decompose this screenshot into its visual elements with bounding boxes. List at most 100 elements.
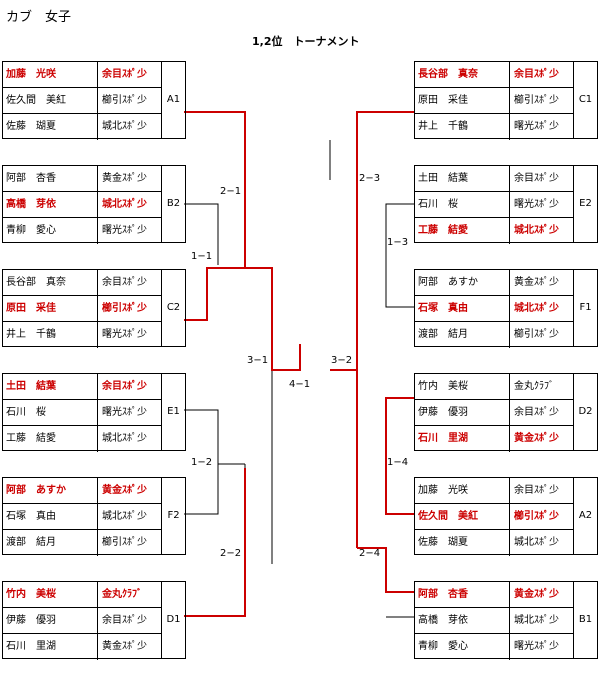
player-name: 阿部 杏香 <box>418 589 468 600</box>
player-club: 櫛引ｽﾎﾟ少 <box>509 322 573 348</box>
player-club: 曙光ｽﾎﾟ少 <box>97 322 161 348</box>
player-club: 余目ｽﾎﾟ少 <box>509 478 573 504</box>
bracket-line-f1-top <box>385 242 414 308</box>
player-club: 余目ｽﾎﾟ少 <box>509 400 573 426</box>
group-code: D1 <box>166 614 181 625</box>
winner-line-a1 <box>184 111 246 180</box>
player-row: 原田 采佳櫛引ｽﾎﾟ少 <box>3 295 161 322</box>
player-name: 佐藤 瑚夏 <box>6 121 56 132</box>
player-club: 余目ｽﾎﾟ少 <box>509 166 573 192</box>
player-club: 曙光ｽﾎﾟ少 <box>97 400 161 426</box>
bracket-line-f2 <box>184 464 219 515</box>
player-name: 石塚 真由 <box>418 303 468 314</box>
group-code: F1 <box>579 302 592 313</box>
player-club: 曙光ｽﾎﾟ少 <box>97 218 161 244</box>
bracket-line-e2-f1 <box>385 203 414 242</box>
player-row: 石塚 真由 城北ｽﾎﾟ少 <box>3 503 161 530</box>
player-row: 高橋 芽依 城北ｽﾎﾟ少 <box>3 191 161 218</box>
round-label-1-4: 1−4 <box>387 457 409 468</box>
player-club: 城北ｽﾎﾟ少 <box>509 608 573 634</box>
player-name: 工藤 結愛 <box>6 433 56 444</box>
player-name: 石川 里湖 <box>418 433 468 444</box>
player-club: 城北ｽﾎﾟ少 <box>97 192 161 218</box>
player-row: 石川 桜曙光ｽﾎﾟ少 <box>415 191 573 218</box>
player-row: 阿部 杏香黄金ｽﾎﾟ少 <box>3 166 161 192</box>
round-label-2-4: 2−4 <box>359 548 381 559</box>
page-title: カブ 女子 <box>6 10 72 25</box>
player-club: 曙光ｽﾎﾟ少 <box>509 192 573 218</box>
player-club: 曙光ｽﾎﾟ少 <box>509 634 573 660</box>
group-code: E1 <box>167 406 180 417</box>
player-club: 城北ｽﾎﾟ少 <box>97 426 161 452</box>
player-club: 余目ｽﾎﾟ少 <box>97 608 161 634</box>
player-row: 佐藤 瑚夏城北ｽﾎﾟ少 <box>3 113 161 140</box>
player-row: 原田 采佳櫛引ｽﾎﾟ少 <box>415 87 573 114</box>
player-club: 黄金ｽﾎﾟ少 <box>97 166 161 192</box>
player-row: 工藤 結愛 城北ｽﾎﾟ少 <box>415 217 573 244</box>
group-D2: 竹内 美桜金丸ｸﾗﾌﾞ 伊藤 優羽 余目ｽﾎﾟ少石川 里湖 黄金ｽﾎﾟ少 D2 <box>414 373 598 452</box>
player-row: 井上 千鶴曙光ｽﾎﾟ少 <box>415 113 573 140</box>
group-code-cell <box>573 374 598 450</box>
player-row: 工藤 結愛 城北ｽﾎﾟ少 <box>3 425 161 452</box>
player-club: 余目ｽﾎﾟ少 <box>97 374 161 400</box>
player-name: 佐藤 瑚夏 <box>418 537 468 548</box>
player-row: 阿部 あすか黄金ｽﾎﾟ少 <box>3 478 161 504</box>
group-code-cell <box>161 166 186 242</box>
player-row: 伊藤 優羽 余目ｽﾎﾟ少 <box>3 607 161 634</box>
player-club: 櫛引ｽﾎﾟ少 <box>509 504 573 530</box>
round-label-4-1: 4−1 <box>289 379 311 390</box>
player-name: 渡部 結月 <box>6 537 56 548</box>
group-code-cell <box>573 62 598 138</box>
player-row: 佐久間 美紅櫛引ｽﾎﾟ少 <box>3 87 161 114</box>
group-code-cell <box>161 582 186 658</box>
winner-line-b1 <box>357 547 414 593</box>
group-code-cell <box>161 374 186 450</box>
player-name: 阿部 あすか <box>418 277 478 288</box>
player-row: 土田 結葉 余目ｽﾎﾟ少 <box>3 374 161 400</box>
player-name: 工藤 結愛 <box>418 225 468 236</box>
player-name: 石塚 真由 <box>6 511 56 522</box>
round-label-1-1: 1−1 <box>191 251 213 262</box>
player-row: 井上 千鶴曙光ｽﾎﾟ少 <box>3 321 161 348</box>
group-code-cell <box>161 270 186 346</box>
player-name: 伊藤 優羽 <box>6 615 56 626</box>
player-club: 金丸ｸﾗﾌﾞ <box>509 374 573 400</box>
player-name: 伊藤 優羽 <box>418 407 468 418</box>
player-name: 青柳 愛心 <box>418 641 468 652</box>
player-club: 櫛引ｽﾎﾟ少 <box>97 88 161 114</box>
player-row: 長谷部 真奈余目ｽﾎﾟ少 <box>3 270 161 296</box>
group-code-cell <box>573 166 598 242</box>
player-club: 黄金ｽﾎﾟ少 <box>509 426 573 452</box>
bracket-line-e1 <box>184 409 219 464</box>
player-club: 城北ｽﾎﾟ少 <box>97 504 161 530</box>
round-label-2-1: 2−1 <box>220 186 242 197</box>
player-club: 城北ｽﾎﾟ少 <box>509 218 573 244</box>
player-row: 渡部 結月櫛引ｽﾎﾟ少 <box>3 529 161 556</box>
player-club: 黄金ｽﾎﾟ少 <box>509 270 573 296</box>
player-club: 余目ｽﾎﾟ少 <box>97 270 161 296</box>
winner-line-d2-e <box>385 397 414 464</box>
player-row: 竹内 美桜金丸ｸﾗﾌﾞ <box>415 374 573 400</box>
player-name: 高橋 芽依 <box>6 199 56 210</box>
player-name: 加藤 光咲 <box>6 69 56 80</box>
player-club: 櫛引ｽﾎﾟ少 <box>509 88 573 114</box>
player-row: 青柳 愛心 曙光ｽﾎﾟ少 <box>415 633 573 660</box>
player-name: 土田 結葉 <box>6 381 56 392</box>
player-name: 石川 里湖 <box>6 641 56 652</box>
group-code: C1 <box>578 94 593 105</box>
player-club: 曙光ｽﾎﾟ少 <box>509 114 573 140</box>
player-row: 加藤 光咲余目ｽﾎﾟ少 <box>415 478 573 504</box>
group-code: D2 <box>578 406 593 417</box>
player-row: 阿部 杏香黄金ｽﾎﾟ少 <box>415 582 573 608</box>
round-label-1-2: 1−2 <box>191 457 213 468</box>
player-club: 金丸ｸﾗﾌﾞ <box>97 582 161 608</box>
player-name: 阿部 あすか <box>6 485 66 496</box>
